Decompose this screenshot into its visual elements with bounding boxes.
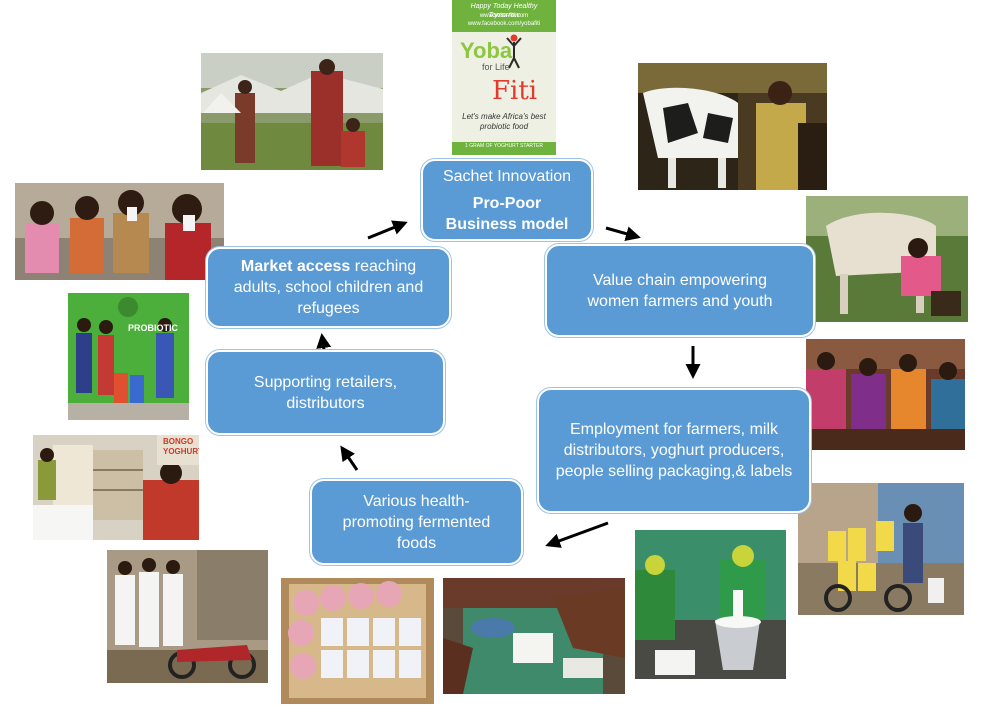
sachet-brand-yoba: Yoba bbox=[460, 38, 513, 63]
node-value-chain: Value chain empowering women farmers and… bbox=[545, 244, 815, 337]
arrow-foods-to-retailers bbox=[340, 445, 359, 471]
sachet-tagline: Let's make Africa's best probiotic food bbox=[462, 112, 546, 131]
woman-with-cows-photo bbox=[638, 63, 827, 190]
node-sachet-innovation: Sachet Innovation Pro-Poor Business mode… bbox=[421, 159, 593, 241]
node-fermented-foods: Various health-promoting fermented foods bbox=[310, 479, 523, 565]
node-market-access: Market access reaching adults, school ch… bbox=[206, 247, 451, 328]
node-market-bold: Market access bbox=[240, 258, 351, 275]
node-retailers: Supporting retailers, distributors bbox=[206, 350, 445, 435]
node-employment-text: Employment for farmers, milk distributor… bbox=[555, 421, 793, 480]
milk-transport-motorbike-photo bbox=[798, 483, 964, 615]
node-foods-text: Various health-promoting fermented foods bbox=[342, 492, 491, 552]
sachet-brand-forlife: for Life bbox=[482, 62, 510, 72]
arrow-sachet-to-value-chain bbox=[605, 226, 641, 241]
yoghurt-packets-box-photo bbox=[281, 578, 434, 704]
yoba-sachet-photo: Happy Today Healthy Tomorrow www.yoba-fi… bbox=[452, 0, 556, 155]
sachet-footer: 1 GRAM OF YOGHURT STARTER bbox=[465, 143, 543, 149]
node-market-rest: reaching adults, school children and ref… bbox=[233, 258, 424, 317]
arrow-market-to-sachet bbox=[367, 220, 408, 240]
yoghurt-sign-text: YOGHURT bbox=[163, 447, 199, 456]
women-group-meeting-photo bbox=[806, 339, 965, 450]
sachet-graphic bbox=[452, 0, 556, 155]
yoghurt-production-photo bbox=[635, 530, 786, 679]
packaging-work-photo bbox=[443, 578, 625, 694]
node-retailers-text: Supporting retailers, distributors bbox=[253, 373, 398, 412]
node-sachet-bold: Pro-Poor Business model bbox=[445, 194, 569, 233]
children-drinking-photo bbox=[15, 183, 224, 280]
sachet-website: www.yoba-fiti.com bbox=[479, 13, 529, 19]
team-with-motorbike-photo bbox=[107, 550, 268, 683]
kids-probiotic-shop-photo: PROBIOTIC bbox=[68, 293, 189, 420]
yoghurt-shop-photo: BONGO YOGHURT bbox=[33, 435, 199, 540]
node-market-text: Market access reaching adults, school ch… bbox=[216, 256, 441, 319]
bongo-sign-text: BONGO bbox=[163, 437, 194, 446]
sachet-slogan: Happy Today Healthy Tomorrow bbox=[470, 3, 538, 19]
node-employment: Employment for farmers, milk distributor… bbox=[537, 388, 811, 513]
girl-milking-cow-photo bbox=[806, 196, 968, 322]
node-sachet-title: Sachet Innovation bbox=[442, 167, 572, 185]
probiotic-sign-text: PROBIOTIC bbox=[128, 323, 179, 333]
node-value-chain-text: Value chain empowering women farmers and… bbox=[587, 271, 773, 310]
arrow-retailers-to-market bbox=[316, 333, 332, 351]
sachet-facebook: www.facebook.com/yobafiti bbox=[467, 21, 541, 27]
arrow-employment-to-foods bbox=[545, 521, 609, 548]
jumping-person-icon bbox=[506, 34, 522, 69]
refugee-camp-photo bbox=[201, 53, 383, 170]
sachet-brand-fiti: Fiti bbox=[492, 76, 538, 106]
